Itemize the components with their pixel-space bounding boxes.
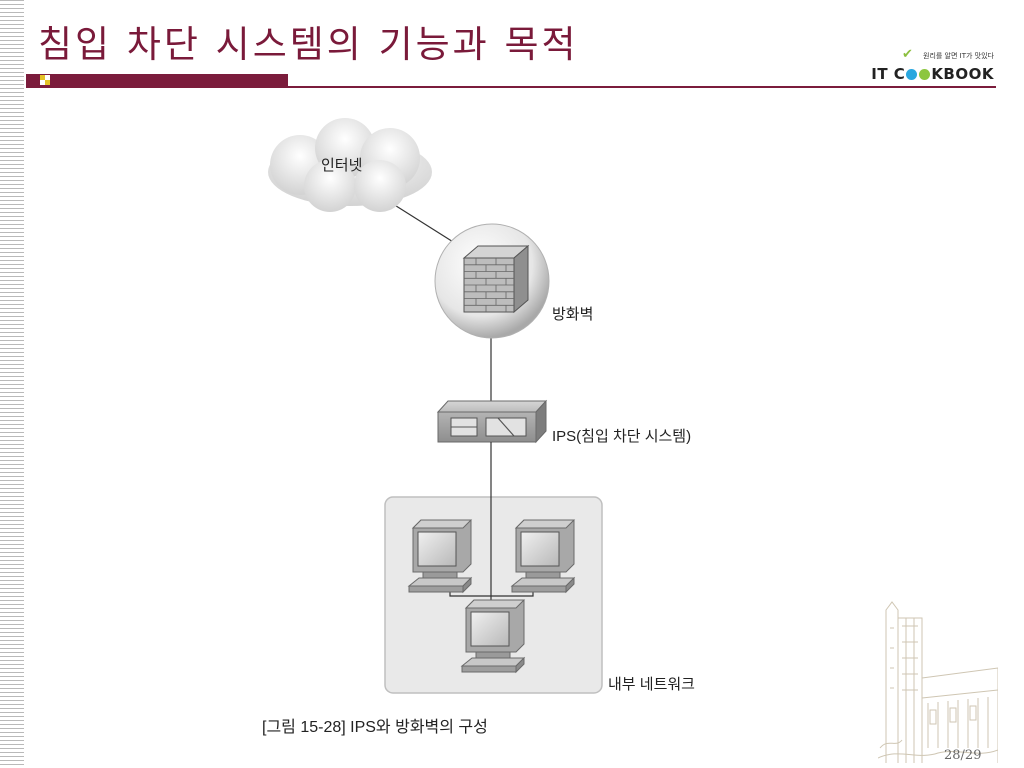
figure-caption: [그림 15-28] IPS와 방화벽의 구성 [262, 719, 488, 736]
page-number: 28/29 [944, 748, 982, 763]
ips-device-icon [436, 399, 548, 444]
left-stripe-decoration [0, 0, 24, 768]
title-bullet-icon [40, 75, 50, 85]
slide-title: 침입 차단 시스템의 기능과 목적 [38, 23, 579, 66]
firewall-label: 방화벽 [552, 306, 594, 323]
title-underline [26, 86, 996, 88]
internet-label: 인터넷 [321, 157, 363, 174]
university-building-icon [878, 601, 998, 763]
ips-label: IPS(침입 차단 시스템) [552, 428, 692, 445]
logo-brand-prefix: IT C [871, 65, 906, 83]
logo-dot-blue-icon [906, 68, 918, 80]
logo-dot-green-icon [919, 68, 931, 80]
logo-brand-suffix: KBOOK [931, 65, 994, 83]
logo-tagline: 원리를 알면 IT가 맛있다 [923, 52, 994, 60]
logo-wordmark: IT C KBOOK [871, 65, 994, 83]
checkmark-icon: ✔ [902, 47, 913, 62]
internal-network-label: 내부 네트워크 [608, 676, 695, 693]
title-accent-bar [26, 74, 288, 86]
client-pc-right-icon [511, 519, 575, 593]
client-pc-left-icon [408, 519, 472, 593]
internet-firewall-link [392, 203, 459, 246]
itcookbook-logo: ✔ 원리를 알면 IT가 맛있다 IT C KBOOK [871, 47, 996, 86]
client-pc-bottom-icon [461, 599, 525, 673]
internet-cloud-icon [268, 118, 432, 212]
firewall-icon [434, 223, 550, 339]
